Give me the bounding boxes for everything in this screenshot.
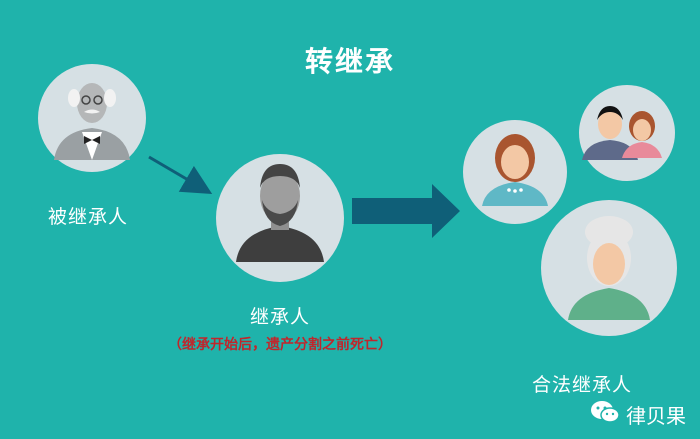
legal-heirs-label: 合法继承人 [532, 374, 633, 396]
elderly-man-icon [54, 82, 130, 160]
decedent-to-heir-arrow [148, 155, 213, 195]
grandmother-avatar [541, 200, 677, 336]
couple-icon [582, 106, 662, 160]
watermark-text: 律贝果 [626, 404, 686, 428]
watermark: 律贝果 [590, 400, 686, 429]
wechat-icon [590, 400, 620, 429]
diagram-title: 转继承 [304, 45, 395, 78]
heir-label: 继承人 [250, 306, 311, 328]
woman-icon [482, 134, 548, 206]
grandmother-icon [568, 216, 650, 320]
heir-to-legal-heirs-arrow [352, 184, 460, 238]
heir-avatar [216, 154, 344, 282]
decedent-avatar [38, 64, 146, 172]
bearded-man-icon [236, 164, 324, 262]
couple-avatar [579, 85, 675, 181]
decedent-label: 被继承人 [48, 206, 129, 228]
heir-note: （继承开始后，遗产分割之前死亡） [168, 337, 392, 353]
woman-avatar [463, 120, 567, 224]
